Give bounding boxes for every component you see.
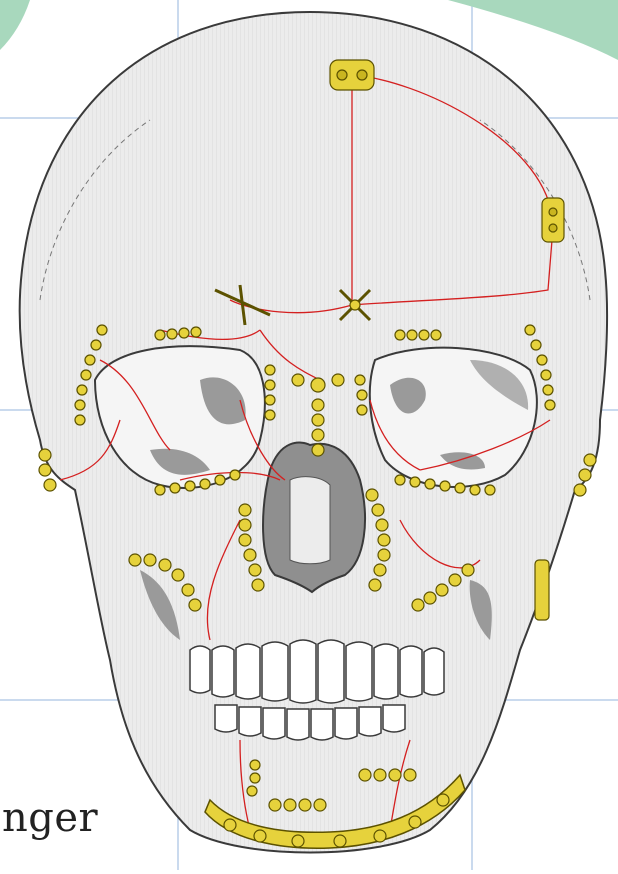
- plate-ramus-right: [535, 560, 549, 620]
- fixation-plate-icon: [330, 60, 374, 90]
- accent-band-left: [0, 0, 30, 50]
- plate-medial-orbit-right: [355, 375, 367, 415]
- orbit-right: [370, 348, 537, 487]
- nasal-septum: [290, 477, 330, 564]
- accent-band-right: [448, 0, 618, 60]
- fixation-plate-icon: [542, 198, 564, 242]
- caption-text: nger: [2, 795, 98, 841]
